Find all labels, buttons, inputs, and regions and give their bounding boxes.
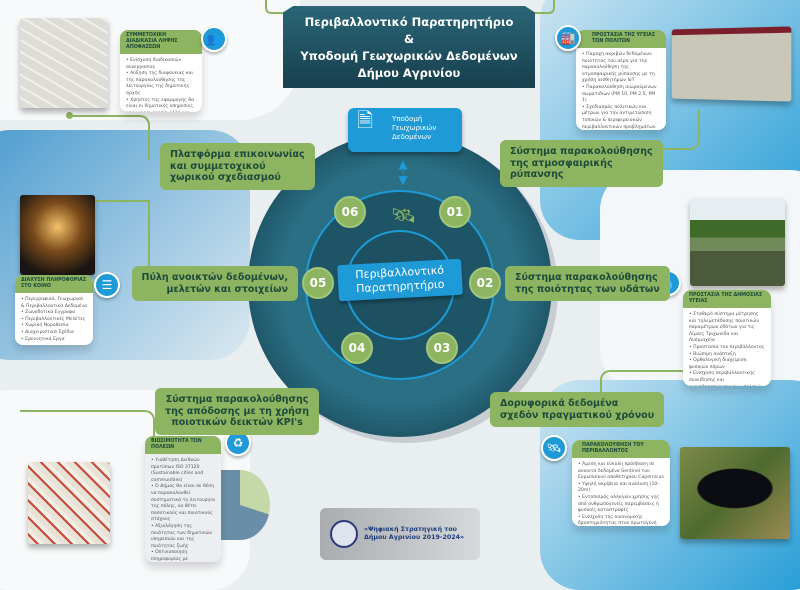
card-title: ΠΑΡΑΚΟΛΟΥΘΗΣΗ ΤΟΥ ΠΕΡΙΒΑΛΛΟΝΤΟΣ [572, 440, 670, 458]
card-bullet: • Περιβαλλοντικές Μελέτες [21, 316, 86, 322]
connector-line [600, 370, 720, 410]
card-title: ΒΙΩΣΙΜΟΤΗΤΑ ΤΩΝ ΠΟΛΕΩΝ [145, 436, 221, 454]
footer-line: «Ψηφιακή Στρατηγική του [364, 526, 457, 533]
people-chat-icon: 👥 [201, 26, 227, 52]
air-quality-dashboard-image [671, 26, 792, 102]
node-01[interactable]: 01 [439, 196, 471, 228]
label-line: Δορυφορικά δεδομένα [500, 398, 619, 409]
geo-line: Υποδομή [392, 115, 423, 123]
card-bullet: • Αξιολόγηση της ποιότητας των δημοτικών… [151, 523, 213, 549]
label-line: Σύστημα παρακολούθησης [165, 394, 309, 405]
card-bullet: • Βιώσιμη ανάπτυξη [689, 351, 736, 357]
card-bullet: • Ενίσχυση περιβαλλοντικής συνείδησης κα… [689, 371, 763, 386]
connector-line [70, 115, 150, 160]
title-line: & [403, 32, 415, 46]
connector-line [70, 200, 150, 280]
label-line: σχεδόν πραγματικού χρόνου [500, 409, 655, 421]
label-line: Σύστημα παρακολούθησης [515, 272, 658, 283]
label-line: ποιοτικών δεικτών KPI's [171, 417, 303, 428]
label-line: Σύστημα παρακολούθησης [510, 146, 653, 157]
card-bullet: • Υιοθέτηση Διεθνών προτύπων ISO 37120 (… [151, 458, 204, 483]
node-05[interactable]: 05 [302, 267, 334, 299]
card-bullet: • Ενίσχυση διαδικασιών συνεργασίας [126, 58, 182, 70]
geo-line: Δεδομένων [392, 133, 432, 141]
footer-strategy-box: «Ψηφιακή Στρατηγική του Δήμου Αγρινίου 2… [320, 508, 480, 560]
card-health: ΠΡΟΣΤΑΣΙΑ ΤΗΣ ΥΓΕΙΑΣ ΤΩΝ ΠΟΛΙΤΩΝ • Παροχ… [576, 30, 666, 130]
satellite-icon: 🛰 [391, 203, 417, 227]
card-bullet: • Υψηλή ακρίβεια και ανάλυση (10–20m) [578, 481, 660, 494]
card-sustainability: ΒΙΩΣΙΜΟΤΗΤΑ ΤΩΝ ΠΟΛΕΩΝ • Υιοθέτηση Διεθν… [145, 436, 221, 562]
title-line: Περιβαλλοντικό Παρατηρητήριο [304, 15, 514, 29]
card-bullet: • Χρήστες της εφαρμογής θα είναι οι δημο… [126, 97, 195, 112]
node-04[interactable]: 04 [341, 332, 373, 364]
participation-map-image [20, 18, 108, 108]
card-participation: ΣΥΜΜΕΤΟΧΙΚΗ ΔΙΑΔΙΚΑΣΙΑ ΛΗΨΗΣ ΑΠΟΦΑΣΕΩΝ •… [120, 30, 202, 112]
card-title: ΣΥΜΜΕΤΟΧΙΚΗ ΔΙΑΔΙΚΑΣΙΑ ΛΗΨΗΣ ΑΠΟΦΑΣΕΩΝ [120, 30, 202, 54]
card-bullet: • Παροχή ακριβών δεδομένων ποιότητας του… [582, 52, 655, 84]
card-bullet: • Άμεση και εύκολη πρόσβαση σε ανοικτά δ… [578, 462, 664, 481]
card-bullet: • Εντοπισμός αλλαγών χρήσης γης από ανθρ… [578, 494, 660, 514]
card-bullet: • Σχεδιασμός πολιτικών και μέτρων για τη… [582, 104, 656, 130]
label-line: ρύπανσης [510, 169, 564, 180]
label-line: Πλατφόρμα επικοινωνίας [170, 149, 305, 160]
geo-line: Γεωχωρικών [392, 124, 437, 132]
card-bullet: • Αύξηση της διαφάνειας και της παρακολο… [126, 71, 194, 96]
title-line: Δήμου Αγρινίου [357, 66, 461, 80]
footer-line: Δήμου Αγρινίου 2019-2024» [364, 534, 465, 541]
card-bullet: • Ζωνοδοτικά Εγγραφα [21, 310, 76, 316]
label-line: της ποιότητας των υδάτων [515, 283, 660, 295]
card-bullet: • Οπτικοποίηση πληροφορίας με διαγράμματ… [151, 550, 189, 562]
factory-icon: 🏭 [555, 25, 581, 51]
node-02[interactable]: 02 [469, 267, 501, 299]
card-title: ΠΡΟΣΤΑΣΙΑ ΤΗΣ ΥΓΕΙΑΣ ΤΩΝ ΠΟΛΙΤΩΝ [576, 30, 666, 48]
title-line: Υποδομή Γεωχωρικών Δεδομένων [300, 49, 518, 63]
label-line: χωρικού σχεδιασμού [170, 172, 281, 183]
connector-line [20, 410, 155, 440]
label-line: μελετών και στοιχείων [166, 283, 289, 295]
card-bullet: • Παρακολούθηση αιωρούμενων σωματιδίων (… [582, 84, 657, 104]
label-05[interactable]: Πύλη ανοικτών δεδομένων,μελετών και στοι… [131, 266, 298, 301]
card-bullet: • Χωρική Νομοθεσία [21, 323, 69, 329]
card-env-monitor: ΠΑΡΑΚΟΛΟΥΘΗΣΗ ΤΟΥ ΠΕΡΙΒΑΛΛΟΝΤΟΣ • Άμεση … [572, 440, 670, 526]
lake-photo [690, 198, 785, 286]
card-title: ΠΡΟΣΤΑΣΙΑ ΤΗΣ ΔΗΜΟΣΙΑΣ ΥΓΕΙΑΣ [683, 290, 771, 308]
card-bullet: • Διαχειριστικά Σχέδια [21, 329, 74, 335]
card-bullet: • Ο Δήμος θα είναι σε θέση να παρακολουθ… [151, 484, 215, 523]
card-bullet: • Σταθερό σύστημα μέτρησης και τηλεμετάδ… [689, 312, 759, 344]
label-line: της απόδοσης με τη χρήση [165, 405, 310, 417]
card-bullet: • Περιγραφικά, Γεωχωρικά & Περιβαλλοντικ… [21, 297, 87, 309]
municipality-seal-icon [330, 520, 358, 548]
data-center-image [20, 195, 95, 275]
node-06[interactable]: 06 [334, 196, 366, 228]
card-bullet: • Προστασία του περιβάλλοντος [689, 344, 765, 350]
satellite-image [680, 447, 790, 539]
page-title: Περιβαλλοντικό Παρατηρητήριο & Υποδομή Γ… [283, 6, 535, 88]
label-line: της ατμοσφαιρικής [510, 157, 613, 169]
connector-dot [66, 112, 73, 119]
city-kpi-map-image [28, 462, 110, 544]
node-03[interactable]: 03 [426, 332, 458, 364]
card-bullet: • Ενίσχυση της οικονομικής δραστηριότητα… [578, 514, 657, 526]
card-bullet: • Ερευνητικά Εργα [21, 336, 65, 342]
card-title: ΔΙΑΧΥΣΗ ΠΛΗΡΟΦΟΡΙΑΣ ΣΤΟ ΚΟΙΝΟ [15, 275, 93, 293]
double-arrow-icon: ▲⋮▼ [397, 157, 409, 187]
document-icon: 🗎 [357, 108, 374, 132]
label-line: Πύλη ανοικτών δεδομένων, [141, 272, 288, 283]
geospatial-infrastructure-badge: 🗎 Υποδομή Γεωχωρικών Δεδομένων [348, 108, 462, 152]
card-info: ΔΙΑΧΥΣΗ ΠΛΗΡΟΦΟΡΙΑΣ ΣΤΟ ΚΟΙΝΟ • Περιγραφ… [15, 275, 93, 345]
card-bullet: • Ορθολογική διαχείριση φυσικών πόρων [689, 358, 747, 370]
satellite-icon: 🛰 [541, 435, 567, 461]
label-line: και συμμετοχικού [170, 160, 266, 172]
database-icon: ☰ [94, 272, 120, 298]
card-public-health: ΠΡΟΣΤΑΣΙΑ ΤΗΣ ΔΗΜΟΣΙΑΣ ΥΓΕΙΑΣ • Σταθερό … [683, 290, 771, 386]
center-banner: Περιβαλλοντικό Παρατηρητήριο [337, 258, 463, 302]
